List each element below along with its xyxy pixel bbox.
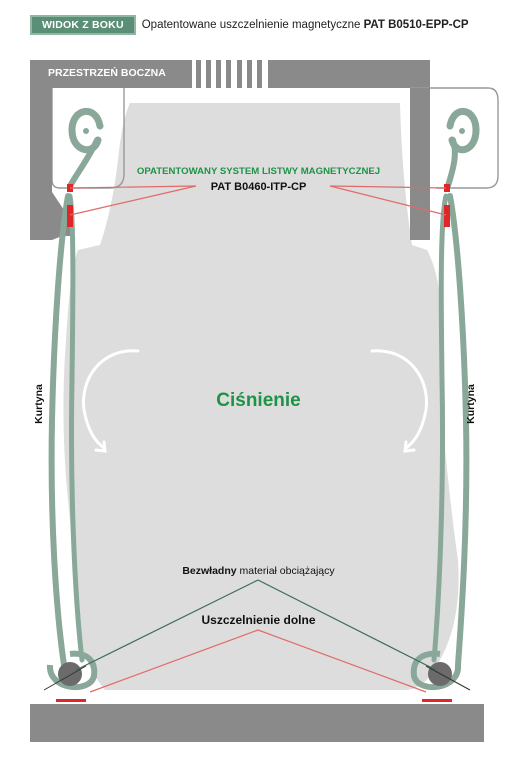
view-badge: WIDOK Z BOKU <box>30 15 136 35</box>
ballast-label-bold: Bezwładny <box>182 565 237 577</box>
top-vent-slats <box>196 60 262 88</box>
right-magnet-strip <box>444 184 450 227</box>
right-pressure-arrow <box>370 349 428 453</box>
ballast-label-rest: materiał obciążający <box>239 565 335 577</box>
header-title-code: PAT B0510-EPP-CP <box>363 19 469 31</box>
right-side-plate <box>410 88 430 240</box>
right-curtain <box>431 107 480 668</box>
floor <box>30 704 484 742</box>
ballast-label: Bezwładny materiał obciążający <box>0 565 517 577</box>
magnet-pointer-lines <box>69 185 447 216</box>
left-bottom-weight <box>43 650 98 691</box>
pressure-label: Ciśnienie <box>216 390 301 411</box>
bottom-seal-label: Uszczelnienie dolne <box>201 613 316 627</box>
magnetic-code-label: PAT B0460-ITP-CP <box>210 181 307 193</box>
curtain-left-label: Kurtyna <box>33 384 45 424</box>
side-space-label: PRZESTRZEŃ BOCZNA <box>48 67 166 79</box>
left-curtain <box>48 107 104 668</box>
left-floor-seal <box>56 699 86 702</box>
left-side-plate <box>30 88 72 240</box>
ballast-pointer-lines <box>75 579 437 671</box>
pressure-area <box>63 103 459 690</box>
bottom-seal-pointer-lines <box>89 629 427 693</box>
header: WIDOK Z BOKU Opatentowane uszczelnienie … <box>30 15 469 35</box>
top-frame-right <box>268 60 430 88</box>
curtain-right-label: Kurtyna <box>465 384 477 424</box>
right-housing-outline <box>410 87 499 189</box>
magnetic-system-label: OPATENTOWANY SYSTEM LISTWY MAGNETYCZNEJ <box>136 166 381 177</box>
right-bottom-weight <box>410 650 471 691</box>
right-floor-seal <box>422 699 452 702</box>
top-frame-left <box>30 60 192 88</box>
header-title: Opatentowane uszczelnienie magnetyczne P… <box>142 19 469 31</box>
left-pressure-arrow <box>82 349 140 453</box>
header-title-prefix: Opatentowane uszczelnienie magnetyczne <box>141 19 361 31</box>
